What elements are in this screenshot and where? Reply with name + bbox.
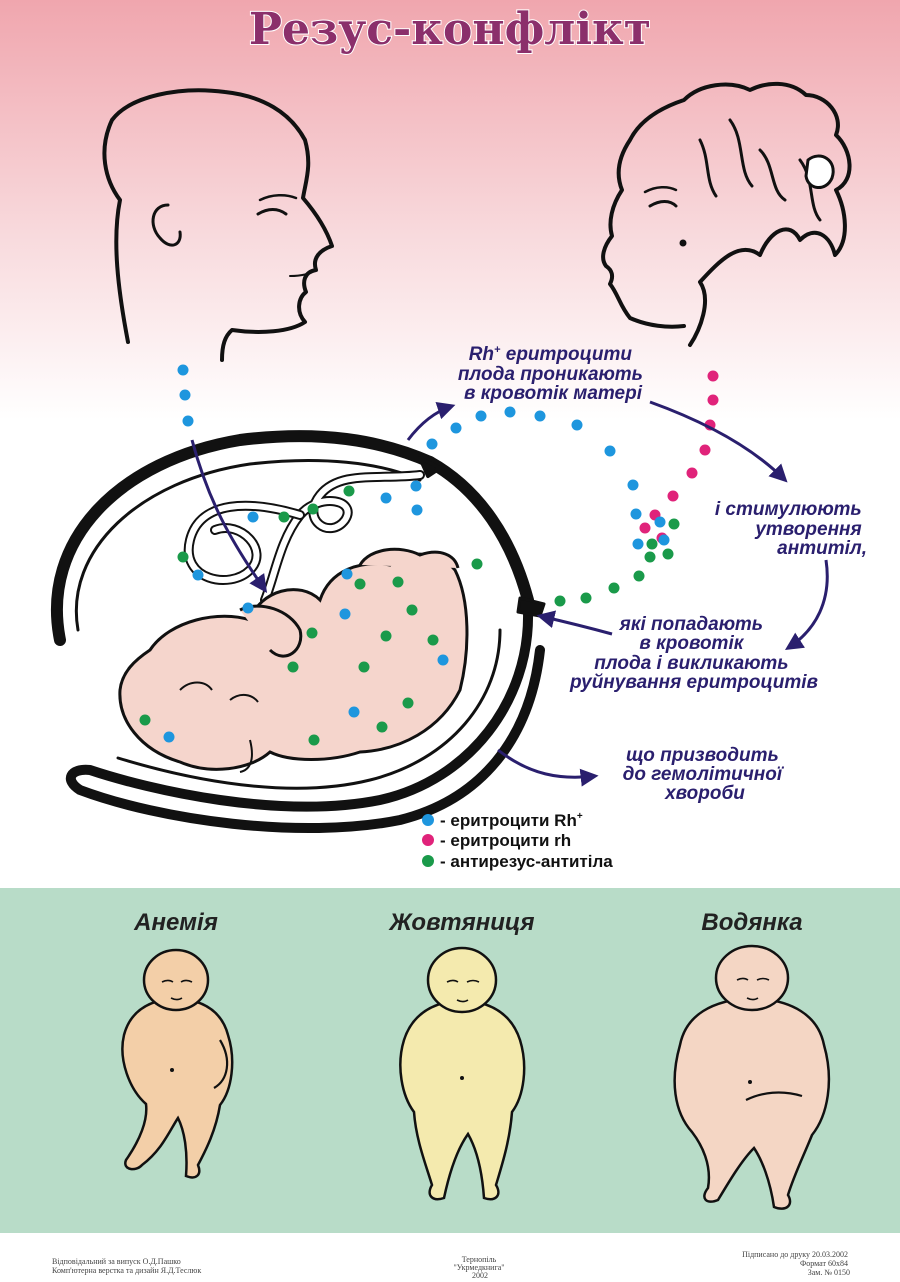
arrow-to-stimulate xyxy=(649,400,788,483)
baby-jaundice xyxy=(399,946,526,1201)
arrow-to-mother-blood xyxy=(406,402,456,441)
annotation-step4: що призводить до гемолітичної хвороби xyxy=(623,745,788,804)
legend-swatch-rh-positive xyxy=(422,814,434,826)
legend-swatch-rh-negative xyxy=(422,834,434,846)
fetal-cells-to-mother-dots xyxy=(426,406,670,550)
legend-label-rh-negative: - еритроцити rh xyxy=(440,831,571,850)
legend: - еритроцити Rh+ - еритроцити rh - антир… xyxy=(422,811,613,871)
footer-left: Відповідальний за випуск О.Д.Пашко Комп'… xyxy=(52,1257,201,1275)
annotation-step2: і стимулюють утворення антитіл, xyxy=(715,499,867,559)
footer-center: Тернопіль "Укрмедкнига" 2002 xyxy=(453,1255,506,1280)
footer-right: Підписано до друку 20.03.2002 Формат 60х… xyxy=(742,1250,850,1277)
baby-anemia xyxy=(121,948,234,1179)
uterus-outline xyxy=(50,430,546,834)
fetus-blood-dots xyxy=(139,480,483,746)
annotation-step1: Rh+ еритроцити плода проникають в кровот… xyxy=(458,344,648,404)
father-rh-positive-dots xyxy=(177,364,194,427)
legend-label-rh-positive: - еритроцити Rh+ xyxy=(440,811,583,830)
top-background xyxy=(0,0,900,420)
arrow-to-fetus-blood xyxy=(784,559,829,650)
page-title: Резус-конфлікт xyxy=(249,4,651,55)
mother-head xyxy=(601,81,852,347)
arrow-to-uterus xyxy=(536,610,613,636)
legend-swatch-antibody xyxy=(422,855,434,867)
arrow-to-disease xyxy=(497,748,599,787)
legend-label-antibody: - антирезус-антитіла xyxy=(440,852,613,871)
condition-label-anemia: Анемія xyxy=(133,909,218,936)
condition-label-jaundice: Жовтяниця xyxy=(387,909,534,936)
father-head xyxy=(102,88,334,362)
annotation-step3: які попадають в кровотік плода і виклика… xyxy=(569,614,818,693)
antibody-return-dots xyxy=(554,518,680,607)
baby-dropsy xyxy=(673,944,831,1210)
arrow-father-to-fetus xyxy=(190,439,268,593)
condition-label-dropsy: Водянка xyxy=(701,909,802,936)
